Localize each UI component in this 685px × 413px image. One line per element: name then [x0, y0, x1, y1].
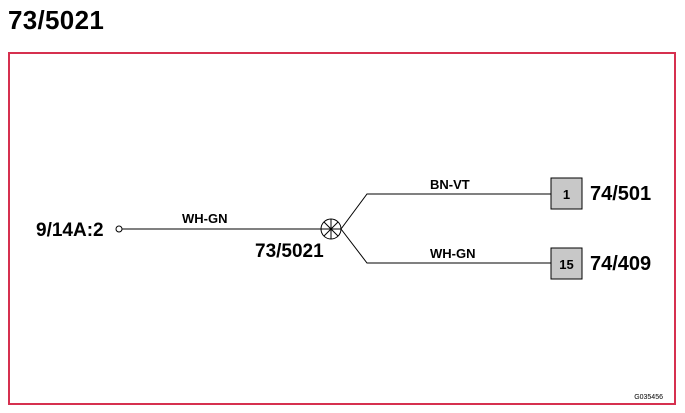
source-connector-label: 9/14A:2	[36, 220, 104, 241]
splice-icon	[320, 218, 342, 240]
lower-branch-wire-label: WH-GN	[430, 246, 476, 261]
connector-label: 74/409	[590, 253, 651, 275]
connector-pin-number: 1	[563, 187, 570, 202]
source-terminal-icon	[115, 225, 123, 233]
upper-branch-wire-label: BN-VT	[430, 177, 470, 192]
connector-pin-box	[550, 177, 583, 210]
figure-code: G035456	[634, 394, 663, 401]
lower-branch-wire	[340, 228, 551, 264]
connector-pin-box	[550, 247, 583, 280]
splice-label: 73/5021	[255, 241, 324, 262]
page-title: 73/5021	[8, 5, 105, 35]
diagram-frame	[8, 52, 676, 405]
connector-label: 74/501	[590, 183, 651, 205]
upper-branch-wire	[340, 193, 551, 230]
connector-pin-number: 15	[559, 257, 573, 272]
main-wire-label: WH-GN	[182, 211, 228, 226]
